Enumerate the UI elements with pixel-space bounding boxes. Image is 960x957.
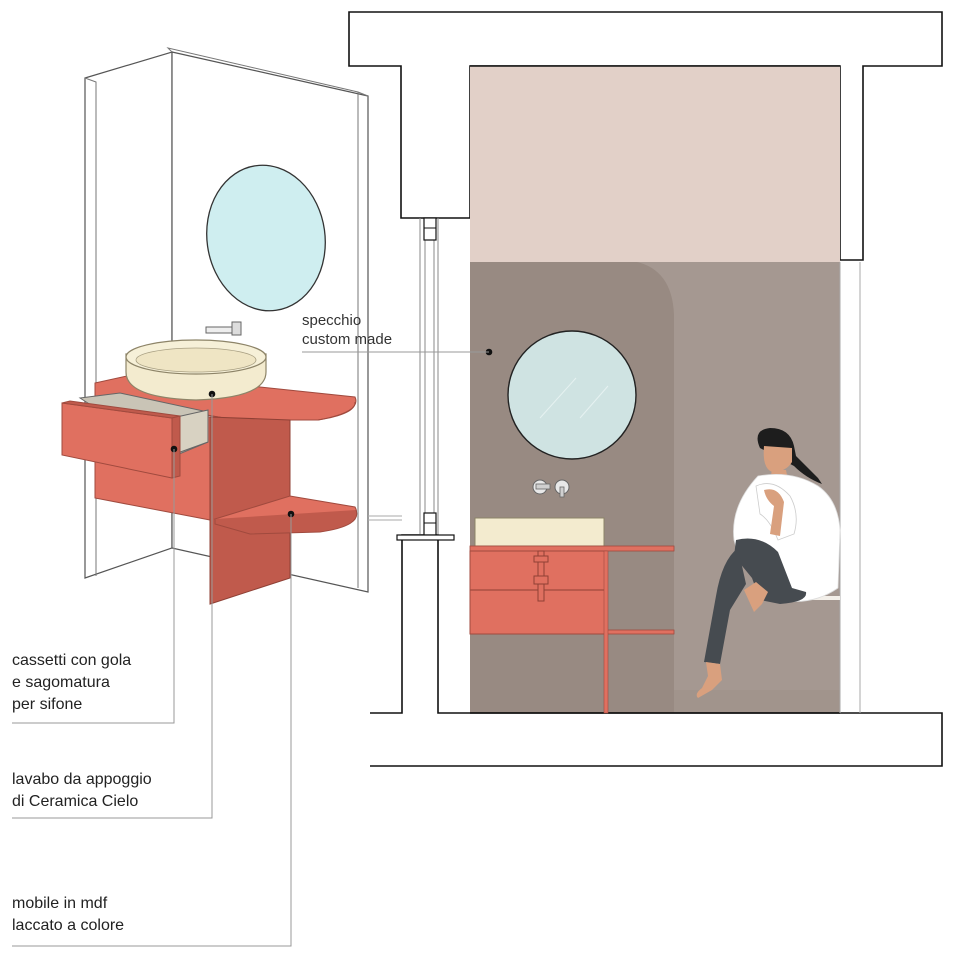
axonometric-view bbox=[12, 47, 369, 947]
countertop-elevation bbox=[469, 545, 675, 552]
label-basin-line2: di Ceramica Cielo bbox=[12, 793, 139, 810]
wall-faucet-axo bbox=[205, 321, 242, 336]
wall-taps-elevation bbox=[532, 479, 570, 498]
leader-line-cabinet bbox=[12, 514, 292, 947]
label-basin-line1: lavabo da appoggio bbox=[12, 771, 152, 788]
round-mirror-axo bbox=[206, 164, 326, 312]
window-frame bbox=[368, 217, 861, 713]
leg-elevation bbox=[603, 550, 609, 714]
open-drawer-axo bbox=[61, 392, 209, 479]
label-cabinet: mobile in mdf laccato a colore bbox=[12, 893, 124, 937]
section-view bbox=[302, 11, 943, 767]
seated-woman-figure bbox=[696, 428, 841, 698]
siphon-elevation bbox=[533, 550, 549, 602]
label-cabinet-line2: laccato a colore bbox=[12, 917, 125, 934]
shelf-elevation bbox=[605, 629, 675, 635]
leader-line-basin bbox=[12, 394, 213, 819]
round-mirror-elevation bbox=[507, 330, 637, 460]
label-basin: lavabo da appoggio di Ceramica Cielo bbox=[12, 769, 152, 813]
floor-band bbox=[674, 690, 840, 713]
label-drawers-line2: e sagomatura bbox=[12, 674, 110, 691]
label-mirror: specchio custom made bbox=[302, 311, 392, 349]
label-drawers-line1: cassetti con gola bbox=[12, 652, 132, 669]
wall-top-edge-back bbox=[166, 47, 369, 97]
label-cabinet-line1: mobile in mdf bbox=[12, 895, 108, 912]
vessel-basin-axo bbox=[125, 339, 267, 401]
label-drawers: cassetti con gola e sagomatura per sifon… bbox=[12, 650, 131, 716]
curved-panel bbox=[470, 260, 674, 713]
label-mirror-line2: custom made bbox=[302, 331, 393, 348]
leader-line-drawers bbox=[12, 449, 175, 724]
label-drawers-line3: per sifone bbox=[12, 696, 83, 713]
label-mirror-line1: specchio bbox=[302, 312, 362, 329]
vessel-basin-elevation bbox=[474, 517, 605, 547]
floor-structure bbox=[370, 534, 943, 767]
